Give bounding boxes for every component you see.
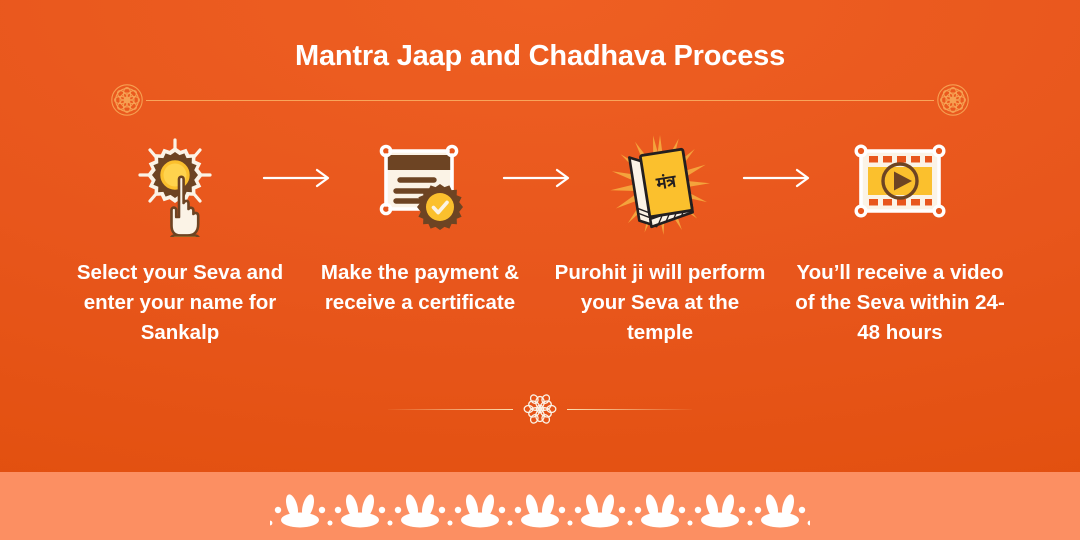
video-film-play-icon [846,130,954,240]
mantra-book-label: मंत्र [654,171,678,194]
process-step-3: मंत्र Purohit ji will perform your Seva … [540,130,780,348]
divider-line [146,99,934,101]
certificate-seal-icon [368,130,472,240]
bottom-ornamental-divider [0,392,1080,426]
top-ornamental-divider [110,83,970,117]
mantra-book-icon: मंत्र [604,130,716,240]
step-caption: Purohit ji will perform your Seva at the… [554,261,766,344]
step-caption: Select your Seva and enter your name for… [76,261,284,344]
divider-line-left [388,408,513,410]
step-caption: Make the payment & receive a certificate [320,261,520,314]
hand-click-seva-icon [128,130,232,240]
process-steps: Select your Seva and enter your name for… [0,130,1080,348]
flower-rosette-icon [513,392,567,426]
lotus-motif-icon [270,493,810,528]
mandala-rosette-icon [110,83,144,117]
arrow-right-icon [502,168,570,188]
arrow-right-icon [262,168,330,188]
page-title: Mantra Jaap and Chadhava Process [294,40,785,72]
bottom-decorative-band [0,472,1080,540]
process-step-2: Make the payment & receive a certificate [300,130,540,318]
arrow-right-icon [742,168,810,188]
lotus-motif-row [0,486,1080,528]
mandala-rosette-icon [936,83,970,117]
divider-line-right [567,408,692,410]
process-step-1: Select your Seva and enter your name for… [60,130,300,348]
process-step-4: You’ll receive a video of the Seva withi… [780,130,1020,348]
step-caption: You’ll receive a video of the Seva withi… [795,261,1005,344]
